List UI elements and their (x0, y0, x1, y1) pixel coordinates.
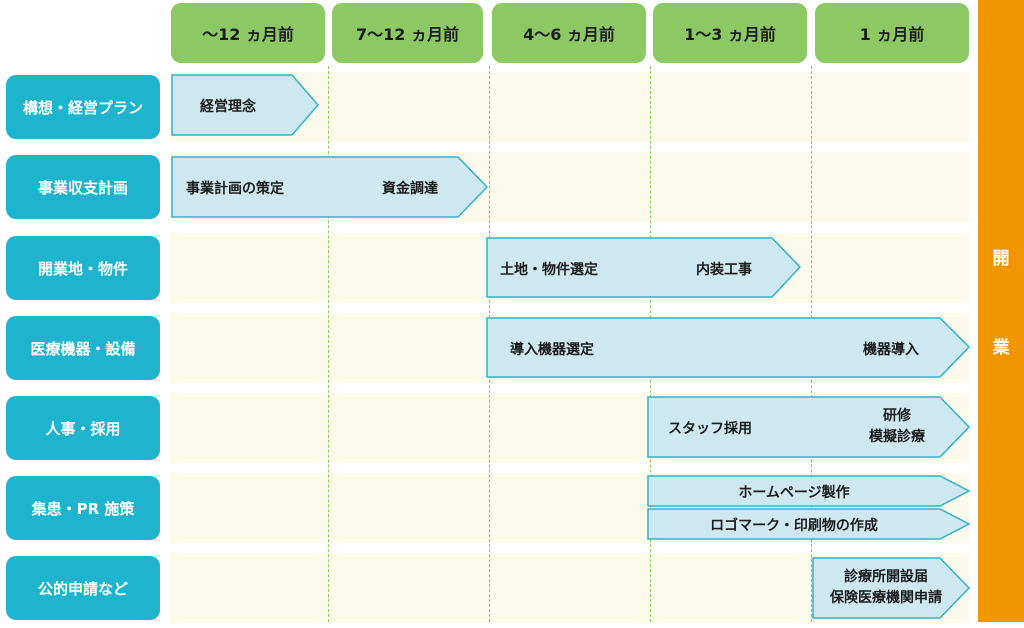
column-header-1-3-months: 1〜3 ヵ月前 (653, 3, 807, 63)
column-header-1-month: 1 ヵ月前 (815, 3, 969, 63)
category-hr-hiring: 人事・採用 (6, 396, 160, 460)
task-label-logo-print: ロゴマーク・印刷物の作成 (710, 518, 878, 534)
column-header-4-6-months: 4〜6 ヵ月前 (492, 3, 646, 63)
task-label-filing-1: 診療所開設届 (844, 569, 928, 585)
task-label-filings: 診療所開設届 保険医療機関申請 (813, 567, 959, 609)
task-label-interior-work: 内装工事 (696, 262, 752, 278)
column-divider (328, 66, 329, 622)
category-site-property: 開業地・物件 (6, 236, 160, 300)
category-pr-marketing: 集患・PR 施策 (6, 476, 160, 540)
category-concept-plan: 構想・経営プラン (6, 75, 160, 139)
opening-char-1: 開 (992, 249, 1010, 269)
task-label-concept: 経営理念 (200, 99, 256, 115)
category-business-budget: 事業収支計画 (6, 155, 160, 219)
opening-char-2: 業 (992, 338, 1010, 358)
task-label-homepage: ホームページ製作 (738, 485, 850, 501)
opening-bar: 開 業 (978, 0, 1024, 622)
task-label-equipment-install: 機器導入 (863, 342, 919, 358)
task-label-business-plan: 事業計画の策定 (186, 181, 284, 197)
task-label-training: 研修 模擬診療 (862, 406, 932, 448)
task-label-training-2: 模擬診療 (869, 429, 925, 445)
column-header-12-months: 〜12 ヵ月前 (171, 3, 325, 63)
task-label-training-1: 研修 (883, 408, 911, 424)
task-label-fund-raising: 資金調達 (382, 181, 438, 197)
category-public-filings: 公的申請など (6, 556, 160, 620)
column-header-7-12-months: 7〜12 ヵ月前 (332, 3, 483, 63)
task-label-staff-hiring: スタッフ採用 (668, 421, 752, 437)
task-label-filing-2: 保険医療機関申請 (830, 590, 942, 606)
task-label-land-selection: 土地・物件選定 (500, 262, 598, 278)
category-medical-equipment: 医療機器・設備 (6, 316, 160, 380)
task-label-equipment-selection: 導入機器選定 (510, 342, 594, 358)
